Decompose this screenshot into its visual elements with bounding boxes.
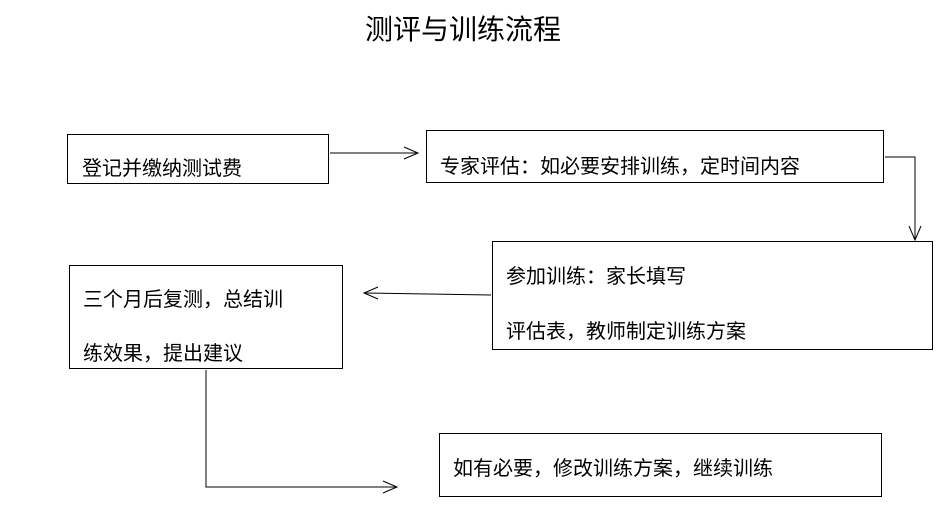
step-modify-plan-text: 如有必要，修改训练方案，继续训练 xyxy=(453,456,773,480)
step-register-box: 登记并缴纳测试费 xyxy=(67,134,329,184)
arrow-retest-to-modify xyxy=(205,370,399,494)
step-expert-evaluation-text: 专家评估：如必要安排训练，定时间内容 xyxy=(440,154,800,178)
step-training-text-line1: 参加训练：家长填写 xyxy=(506,264,686,288)
step-register-text: 登记并缴纳测试费 xyxy=(82,156,242,180)
arrow-expert-to-training xyxy=(885,156,922,242)
diagram-title: 测评与训练流程 xyxy=(364,13,561,46)
step-training-text-line2: 评估表，教师制定训练方案 xyxy=(506,319,746,343)
step-training-box: 参加训练：家长填写 评估表，教师制定训练方案 xyxy=(492,241,933,350)
step-expert-evaluation-box: 专家评估：如必要安排训练，定时间内容 xyxy=(426,130,884,183)
step-modify-plan-box: 如有必要，修改训练方案，继续训练 xyxy=(439,433,882,497)
arrow-training-to-retest xyxy=(362,286,492,300)
step-retest-text-line2: 练效果，提出建议 xyxy=(83,341,243,365)
step-retest-box: 三个月后复测，总结训 练效果，提出建议 xyxy=(69,265,343,369)
arrow-register-to-expert xyxy=(330,146,420,160)
step-retest-text-line1: 三个月后复测，总结训 xyxy=(83,287,283,311)
